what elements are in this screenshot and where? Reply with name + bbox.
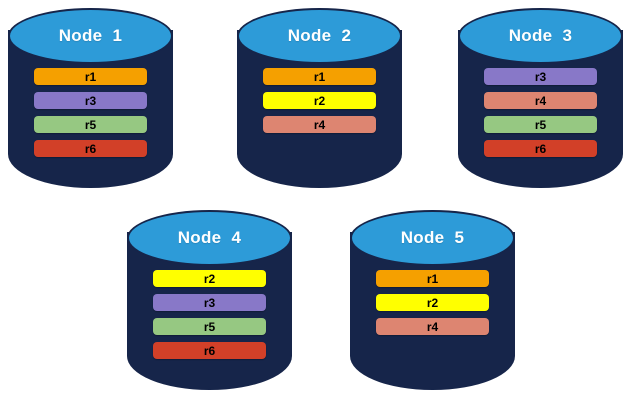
replica-bar-r3[interactable]: r3 — [34, 92, 147, 109]
replica-bar-r5[interactable]: r5 — [34, 116, 147, 133]
replica-bar-r2[interactable]: r2 — [153, 270, 266, 287]
replica-bar-r6[interactable]: r6 — [484, 140, 597, 157]
database-node-3[interactable]: Node 3 r3 r4 r5 r6 — [458, 8, 623, 190]
cylinder-top-ellipse: Node 3 — [458, 8, 623, 64]
cylinder-top-ellipse: Node 5 — [350, 210, 515, 266]
replica-bar-r1[interactable]: r1 — [34, 68, 147, 85]
replica-bar-r4[interactable]: r4 — [376, 318, 489, 335]
node-label: Node 2 — [287, 26, 352, 45]
replica-bar-r6[interactable]: r6 — [34, 140, 147, 157]
replica-list: r2 r3 r5 r6 — [127, 270, 292, 359]
replica-bar-r4[interactable]: r4 — [484, 92, 597, 109]
cylinder-top-ellipse: Node 2 — [237, 8, 402, 64]
database-node-1[interactable]: Node 1 r1 r3 r5 r6 — [8, 8, 173, 190]
replica-bar-r2[interactable]: r2 — [263, 92, 376, 109]
replica-list: r1 r2 r4 — [237, 68, 402, 133]
replica-list: r3 r4 r5 r6 — [458, 68, 623, 157]
replica-bar-r3[interactable]: r3 — [153, 294, 266, 311]
replica-bar-r3[interactable]: r3 — [484, 68, 597, 85]
node-label: Node 1 — [58, 26, 123, 45]
replica-bar-r2[interactable]: r2 — [376, 294, 489, 311]
replica-bar-r5[interactable]: r5 — [484, 116, 597, 133]
replica-list: r1 r3 r5 r6 — [8, 68, 173, 157]
database-node-4[interactable]: Node 4 r2 r3 r5 r6 — [127, 210, 292, 392]
replica-bar-r1[interactable]: r1 — [376, 270, 489, 287]
node-label: Node 4 — [177, 228, 242, 247]
cylinder-top-ellipse: Node 1 — [8, 8, 173, 64]
replica-bar-r1[interactable]: r1 — [263, 68, 376, 85]
replica-list: r1 r2 r4 — [350, 270, 515, 335]
replica-bar-r6[interactable]: r6 — [153, 342, 266, 359]
node-label: Node 3 — [508, 26, 573, 45]
node-label: Node 5 — [400, 228, 465, 247]
cylinder-top-ellipse: Node 4 — [127, 210, 292, 266]
replica-bar-r5[interactable]: r5 — [153, 318, 266, 335]
replica-bar-r4[interactable]: r4 — [263, 116, 376, 133]
database-node-5[interactable]: Node 5 r1 r2 r4 — [350, 210, 515, 392]
database-node-2[interactable]: Node 2 r1 r2 r4 — [237, 8, 402, 190]
